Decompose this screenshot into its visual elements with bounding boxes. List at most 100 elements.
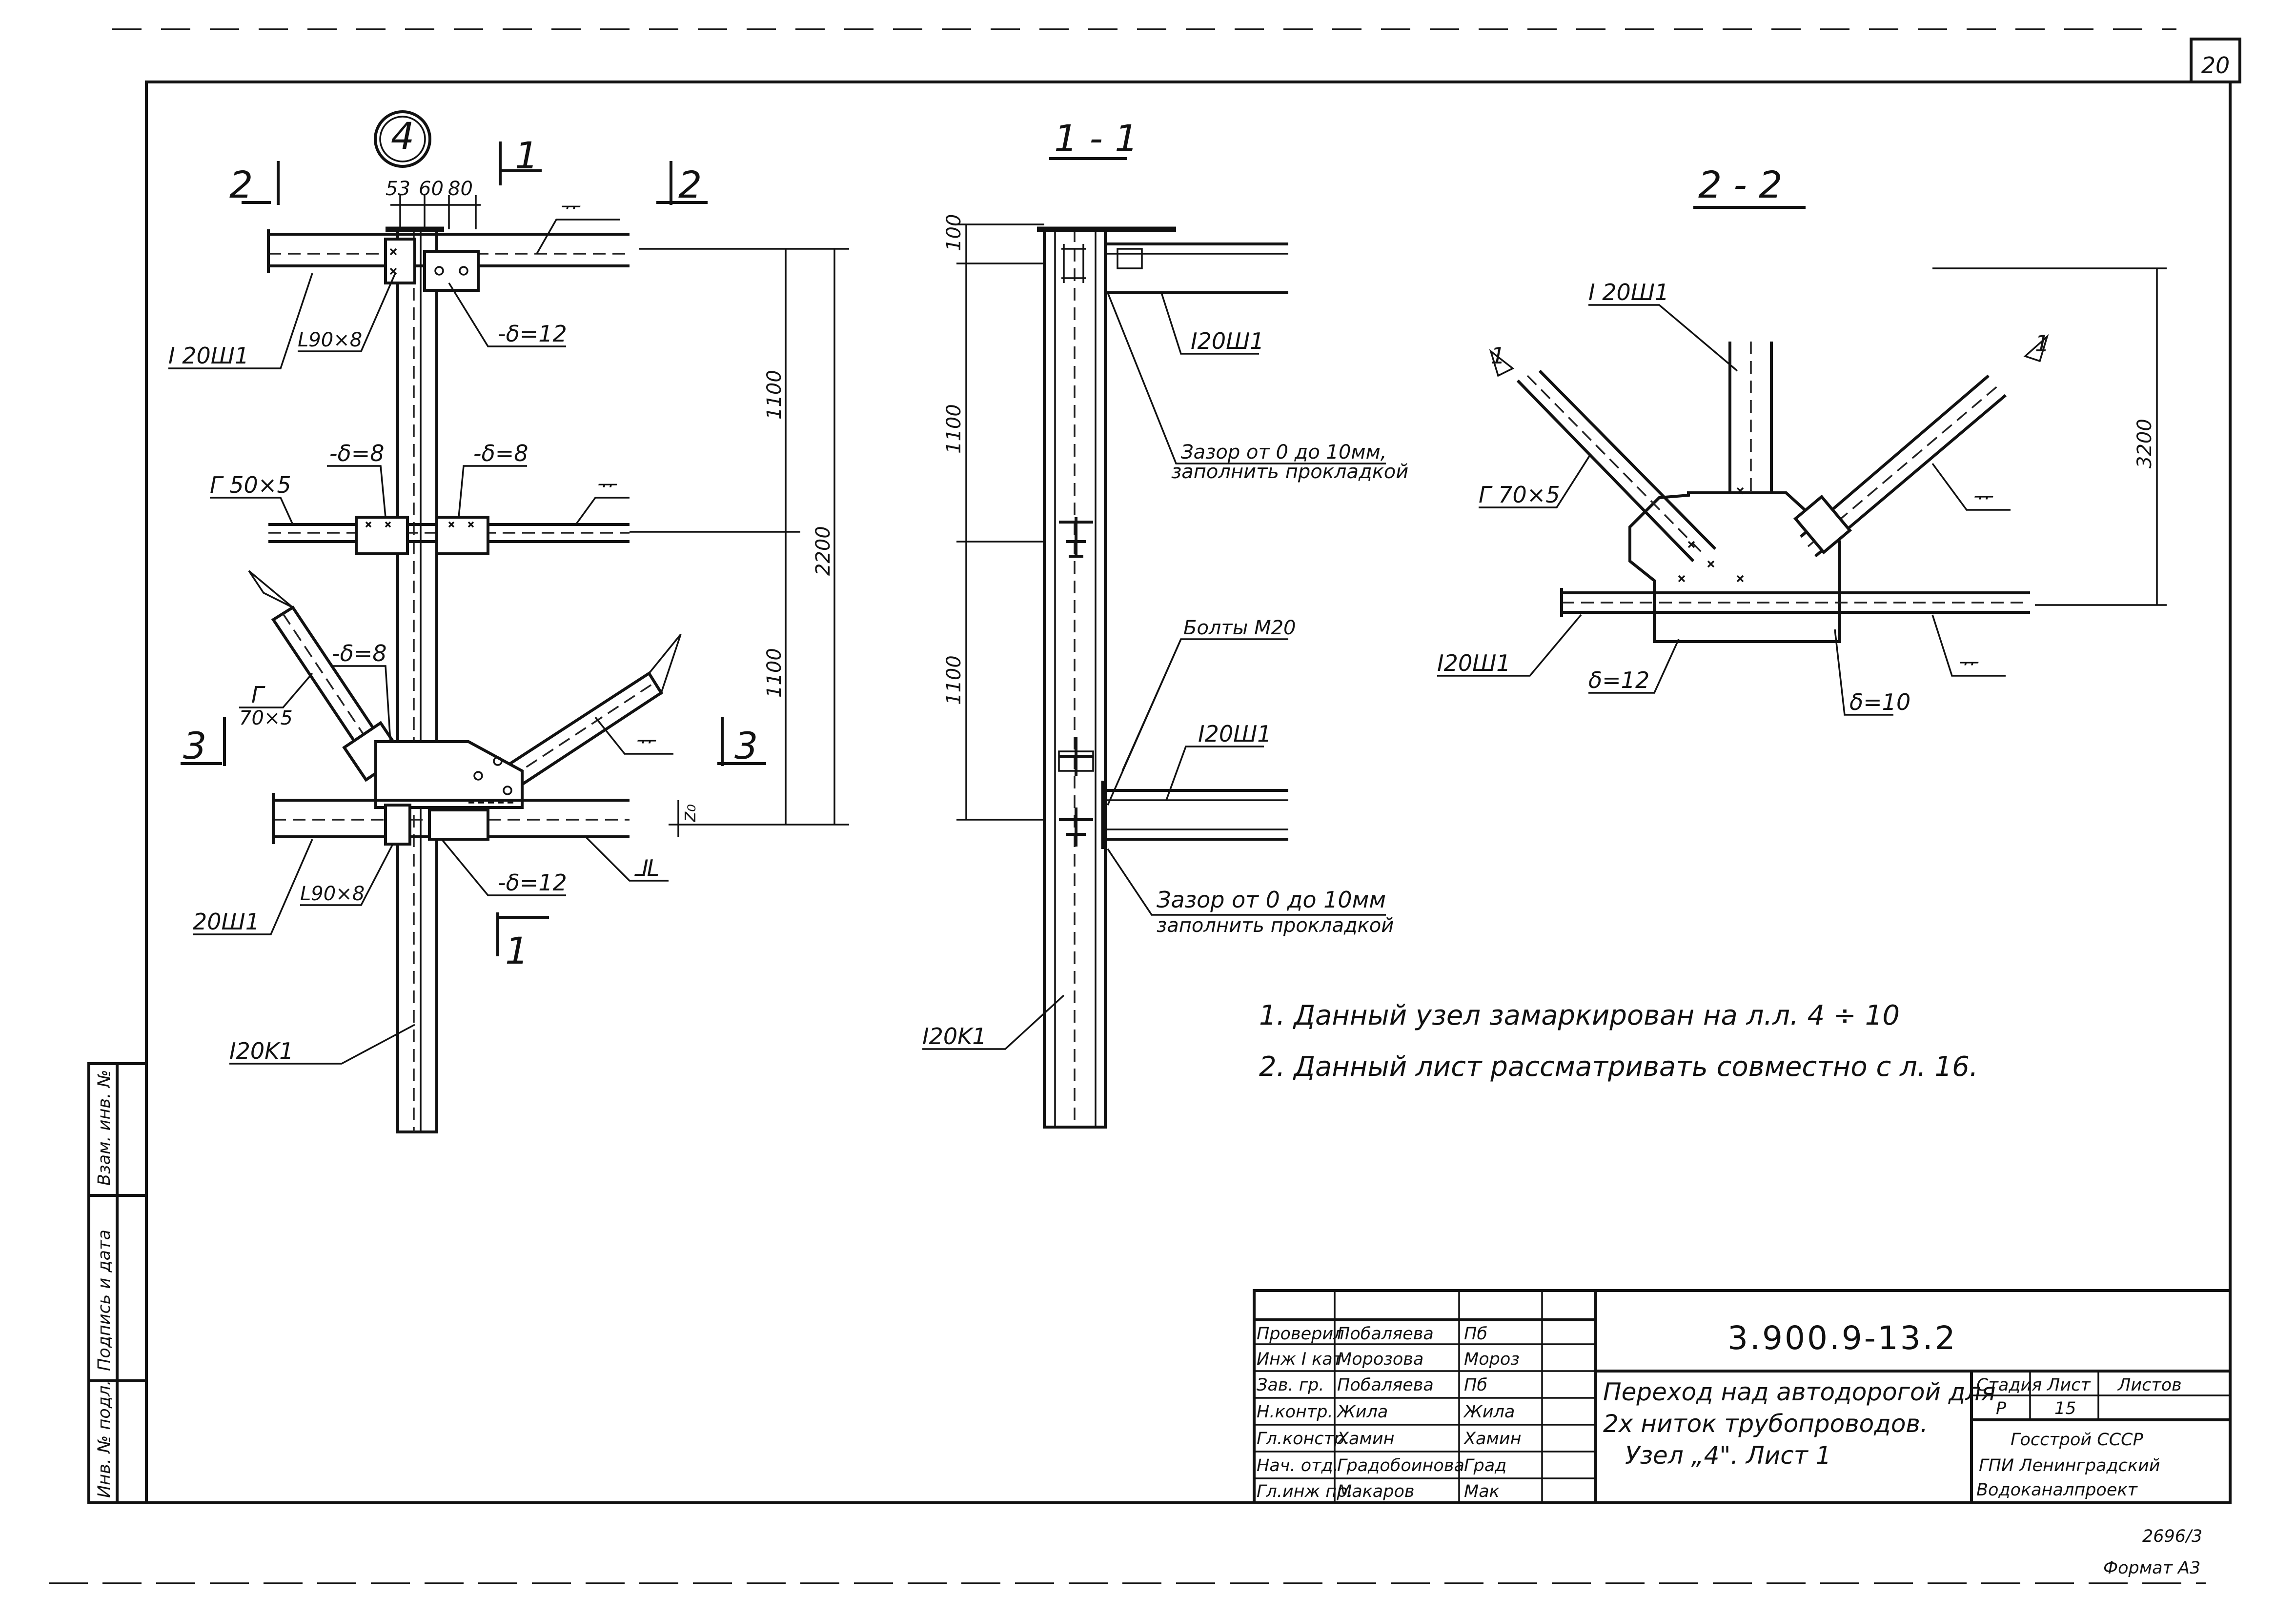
signature-row-4: Н.контр. Жила Жила	[1257, 1402, 1515, 1422]
z0-label: z₀	[678, 804, 700, 823]
node-mark-circle	[374, 110, 431, 168]
label-2-2-plate-10: δ=10	[1849, 689, 1910, 715]
label-1-1-bolts: Болты М20	[1183, 617, 1296, 639]
cut-mark-3-left: 3	[183, 724, 206, 767]
section-1-1: 1 - 1 100 1100 1100 I20Ш1	[922, 117, 1408, 1129]
stage-header: Стадия	[1976, 1375, 2042, 1395]
sig-sign-6: Град	[1464, 1456, 1506, 1475]
label-plate-diag: -δ=8	[332, 640, 387, 666]
label-2-2-beam-left: I20Ш1	[1437, 650, 1511, 676]
sig-role-4: Н.контр.	[1257, 1402, 1333, 1422]
sig-role-7: Гл.инж пр.	[1257, 1482, 1353, 1501]
label-tee-diag: ᅲ	[634, 728, 656, 754]
cut-mark-2-right: 2	[678, 163, 702, 206]
dim-2-2-3200: 3200	[2133, 419, 2156, 468]
footer-number: 2696/3	[2142, 1527, 2202, 1546]
sig-role-2: Инж I кат	[1257, 1350, 1343, 1369]
dim-1100-lower: 1100	[763, 648, 786, 698]
label-1-1-beam-bottom: I20Ш1	[1198, 721, 1272, 747]
org-line-1: Госстрой СССР	[2011, 1430, 2144, 1450]
plan-view: 4 2 2 1 1 3 3 53 60 80	[168, 110, 849, 1133]
side-stamp-inv: Инв. № подл.	[95, 1380, 114, 1498]
label-tee-top: ᅲ	[559, 194, 581, 220]
title-block-code: 3.900.9-13.2	[1727, 1319, 1957, 1357]
title-description-3: Узел „4". Лист 1	[1625, 1441, 1831, 1470]
dim-1100-upper: 1100	[763, 370, 786, 420]
sheets-header: Листов	[2117, 1375, 2182, 1395]
sig-name-2: Морозова	[1337, 1350, 1423, 1369]
title-description-1: Переход над автодорогой для	[1603, 1378, 1995, 1406]
dim-60: 60	[419, 178, 444, 200]
org-line-2: ГПИ Ленинградский	[1979, 1456, 2160, 1475]
label-beam-bottom: 20Ш1	[193, 908, 260, 935]
sheet-frame: 20 Инв. № подл. Подпись и дата Взам. инв…	[49, 28, 2241, 1584]
sheet-header: Лист	[2046, 1375, 2091, 1395]
label-plate-mid-right: -δ=8	[473, 440, 528, 466]
label-angle-diag-size: 70×5	[239, 707, 293, 729]
sig-role-1: Проверил	[1257, 1324, 1344, 1344]
cut-mark-3-right: 3	[734, 724, 758, 767]
sig-sign-4: Жила	[1463, 1402, 1515, 1422]
label-2-2-tee-bottom: ᅲ	[1957, 650, 1979, 676]
note-2: 2. Данный лист рассматривать совместно с…	[1259, 1051, 1978, 1083]
side-stamp-sign: Подпись и дата	[95, 1230, 114, 1371]
node-mark: 4	[391, 114, 414, 158]
label-beam-top: I 20Ш1	[168, 343, 249, 369]
section-1-1-title: 1 - 1	[1054, 117, 1138, 160]
sig-name-3: Побаляева	[1337, 1375, 1434, 1395]
signature-row-2: Инж I кат Морозова Мороз	[1257, 1350, 1520, 1369]
label-angle-top: L90×8	[298, 329, 362, 351]
label-1-1-gap-top-1: Зазор от 0 до 10мм,	[1181, 441, 1386, 464]
label-angle-mid: Г 50×5	[210, 472, 291, 498]
note-1: 1. Данный узел замаркирован на л.л. 4 ÷ …	[1259, 1000, 1900, 1031]
label-plate-mid-left: -δ=8	[329, 440, 385, 466]
dim-1-1-100: 100	[943, 214, 965, 251]
label-angle-bottom: L90×8	[300, 883, 365, 905]
sig-sign-1: Пб	[1464, 1324, 1487, 1344]
label-1-1-beam-top: I20Ш1	[1191, 328, 1264, 354]
signature-row-6: Нач. отд. Градобоинова Град	[1257, 1456, 1506, 1475]
signature-row-5: Гл.констр. Хамин Хамин	[1257, 1429, 1521, 1449]
label-1-1-column: I20K1	[922, 1023, 987, 1050]
plan-labels: I 20Ш1 L90×8 -δ=12 ᅲ Г 50×5 -δ=8 -δ=8 ᅲ …	[168, 194, 673, 1065]
cut-mark-2-left: 2	[229, 163, 253, 206]
section-2-2-title: 2 - 2	[1698, 163, 1782, 206]
notes: 1. Данный узел замаркирован на л.л. 4 ÷ …	[1259, 1000, 1978, 1083]
sig-role-5: Гл.констр.	[1257, 1429, 1350, 1449]
cut-2-2-left: 1	[1491, 343, 1505, 369]
signature-row-7: Гл.инж пр. Макаров Мак	[1257, 1482, 1500, 1501]
sig-name-4: Жила	[1336, 1402, 1388, 1422]
label-1-1-gap-bottom-2: заполнить прокладкой	[1157, 914, 1394, 937]
sig-sign-3: Пб	[1464, 1375, 1487, 1395]
label-tee-bottom: ⅃L	[634, 855, 659, 881]
label-plate-bottom: -δ=12	[498, 869, 567, 896]
sig-role-6: Нач. отд.	[1257, 1456, 1339, 1475]
dim-2200: 2200	[812, 526, 834, 576]
sig-name-5: Хамин	[1336, 1429, 1394, 1449]
org-line-3: Водоканалпроект	[1976, 1480, 2138, 1500]
section-2-2: 2 - 2 3200 1 1	[1437, 163, 2167, 716]
dim-1-1-1100-lower: 1100	[943, 655, 965, 705]
sig-sign-5: Хамин	[1463, 1429, 1521, 1449]
sig-name-6: Градобоинова	[1337, 1456, 1464, 1475]
footer-format: Формат А3	[2103, 1558, 2200, 1578]
label-2-2-angle-left: Г 70×5	[1479, 482, 1560, 508]
signature-row-1: Проверил Побаляева Пб	[1257, 1324, 1487, 1344]
label-2-2-column-top: I 20Ш1	[1588, 279, 1669, 305]
stage-value: Р	[1996, 1399, 2007, 1418]
signature-row-3: Зав. гр. Побаляева Пб	[1257, 1375, 1487, 1395]
title-block: 3.900.9-13.2 Проверил Побаляева Пб Инж I…	[1253, 1289, 2232, 1504]
sheet-number: 20	[2201, 52, 2230, 79]
label-column-plan: I20K1	[229, 1038, 294, 1064]
label-plate-top: -δ=12	[498, 321, 567, 347]
sig-role-3: Зав. гр.	[1257, 1375, 1324, 1395]
dim-53: 53	[386, 178, 410, 200]
label-tee-mid: ᅲ	[595, 472, 617, 498]
sig-sign-7: Мак	[1464, 1482, 1500, 1501]
cut-mark-1-bottom: 1	[505, 929, 528, 972]
sig-name-7: Макаров	[1337, 1482, 1415, 1501]
label-2-2-tee-right: ᅲ	[1971, 484, 1993, 510]
sig-sign-2: Мороз	[1464, 1350, 1520, 1369]
side-stamp-replace: Взам. инв. №	[95, 1070, 114, 1186]
